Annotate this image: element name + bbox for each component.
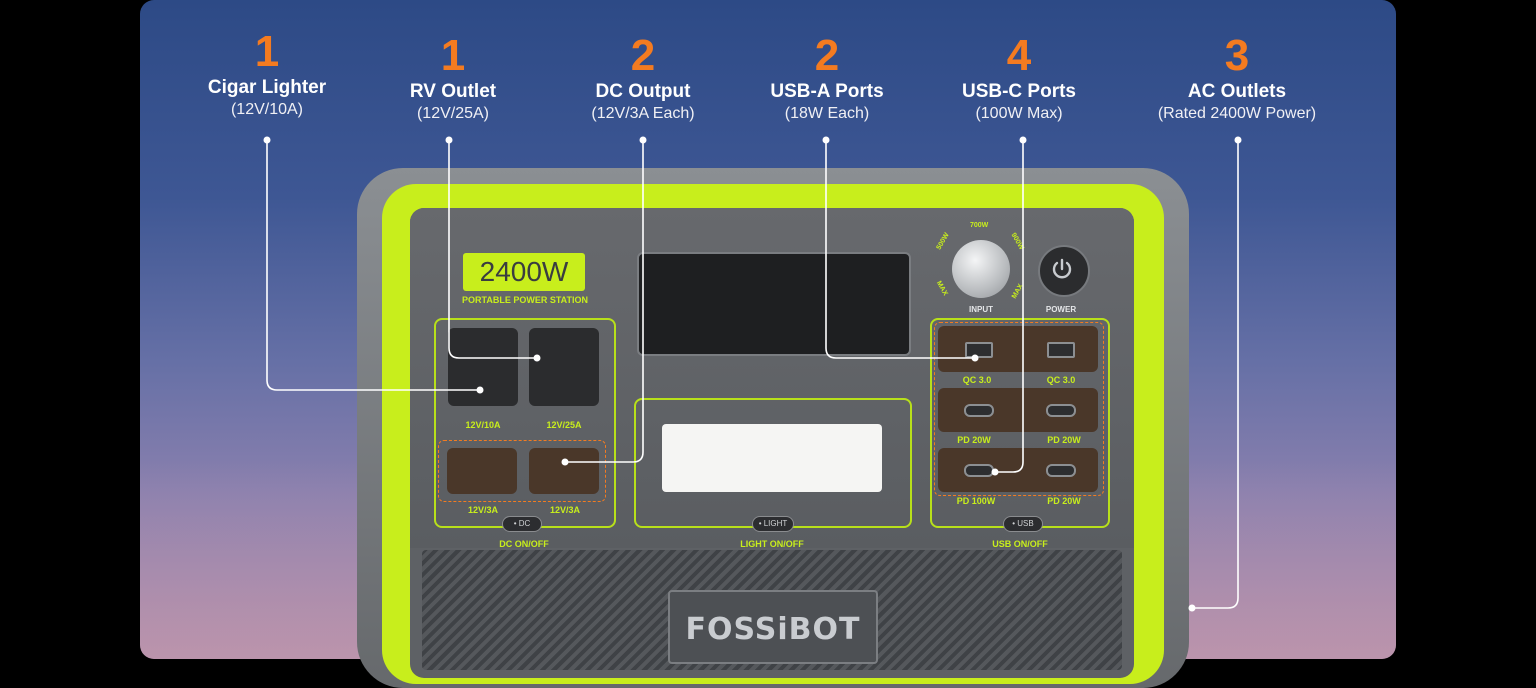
callout-title: DC Output (595, 81, 691, 102)
brand-logo: FOSSiBOT (685, 612, 861, 647)
callout-title: RV Outlet (409, 81, 497, 102)
power-icon (1052, 258, 1072, 279)
dc1-port-label: 12V/3A (467, 505, 499, 515)
light-toggle-button[interactable]: • LIGHT (752, 516, 794, 532)
usbc3-label: PD 100W (956, 496, 996, 506)
usbc4-label: PD 20W (1047, 496, 1081, 506)
dc-output-highlight (438, 440, 606, 502)
rv-outlet-port (529, 328, 599, 406)
callout-count: 4 (1006, 31, 1032, 80)
callout-title: USB-C Ports (961, 81, 1076, 102)
usbc2-label: PD 20W (1047, 435, 1081, 445)
knob-label: INPUT (969, 305, 993, 314)
callout-usb-c: 4 USB-C Ports (100W Max) (919, 34, 1119, 124)
callout-ac-outlets: 3 AC Outlets (Rated 2400W Power) (1137, 34, 1337, 124)
callout-count: 1 (440, 31, 466, 80)
light-section-label: LIGHT ON/OFF (740, 539, 804, 549)
callout-title: Cigar Lighter (207, 77, 327, 98)
dc-output-port-1 (447, 448, 517, 494)
rv-port-label: 12V/25A (546, 420, 582, 430)
power-button[interactable] (1038, 245, 1090, 297)
capacity-badge: 2400W (463, 253, 585, 291)
dc-section-label: DC ON/OFF (499, 539, 549, 549)
power-label: POWER (1045, 305, 1077, 314)
callout-spec: (100W Max) (975, 105, 1063, 122)
callout-count: 2 (814, 31, 840, 80)
callout-rv-outlet: 1 RV Outlet (12V/25A) (353, 34, 553, 124)
badge-subtitle: PORTABLE POWER STATION (462, 295, 588, 305)
callout-spec: (12V/10A) (230, 101, 304, 118)
callout-dc-output: 2 DC Output (12V/3A Each) (543, 34, 743, 124)
callout-count: 2 (630, 31, 656, 80)
usba1-label: QC 3.0 (962, 375, 992, 385)
usbc-port-3 (964, 464, 994, 477)
usbc-port-1 (964, 404, 994, 417)
dc-toggle-button[interactable]: • DC (502, 516, 542, 532)
callout-title: AC Outlets (1187, 81, 1287, 102)
usba-port-1 (965, 342, 993, 358)
input-power-knob[interactable] (952, 240, 1010, 298)
dc2-port-label: 12V/3A (549, 505, 581, 515)
usb-section-label: USB ON/OFF (992, 539, 1048, 549)
usba2-label: QC 3.0 (1046, 375, 1076, 385)
usb-toggle-button[interactable]: • USB (1003, 516, 1043, 532)
callout-spec: (12V/25A) (416, 105, 490, 122)
lcd-display (637, 252, 911, 356)
callout-count: 3 (1224, 31, 1250, 80)
cigar-port-label: 12V/10A (465, 420, 501, 430)
callout-title: USB-A Ports (770, 81, 884, 102)
usbc-port-4 (1046, 464, 1076, 477)
dc-output-port-2 (529, 448, 599, 494)
callout-cigar-lighter: 1 Cigar Lighter (12V/10A) (167, 30, 367, 120)
usbc1-label: PD 20W (957, 435, 991, 445)
knob-mark-700w: 700W (970, 222, 989, 229)
usba-port-2 (1047, 342, 1075, 358)
cigar-lighter-port (448, 328, 518, 406)
callout-usb-a: 2 USB-A Ports (18W Each) (727, 34, 927, 124)
led-light-panel (662, 424, 882, 492)
callout-spec: (18W Each) (784, 105, 870, 122)
callout-spec: (Rated 2400W Power) (1157, 105, 1317, 122)
usbc-port-2 (1046, 404, 1076, 417)
callout-count: 1 (254, 27, 280, 76)
callout-spec: (12V/3A Each) (591, 105, 695, 122)
